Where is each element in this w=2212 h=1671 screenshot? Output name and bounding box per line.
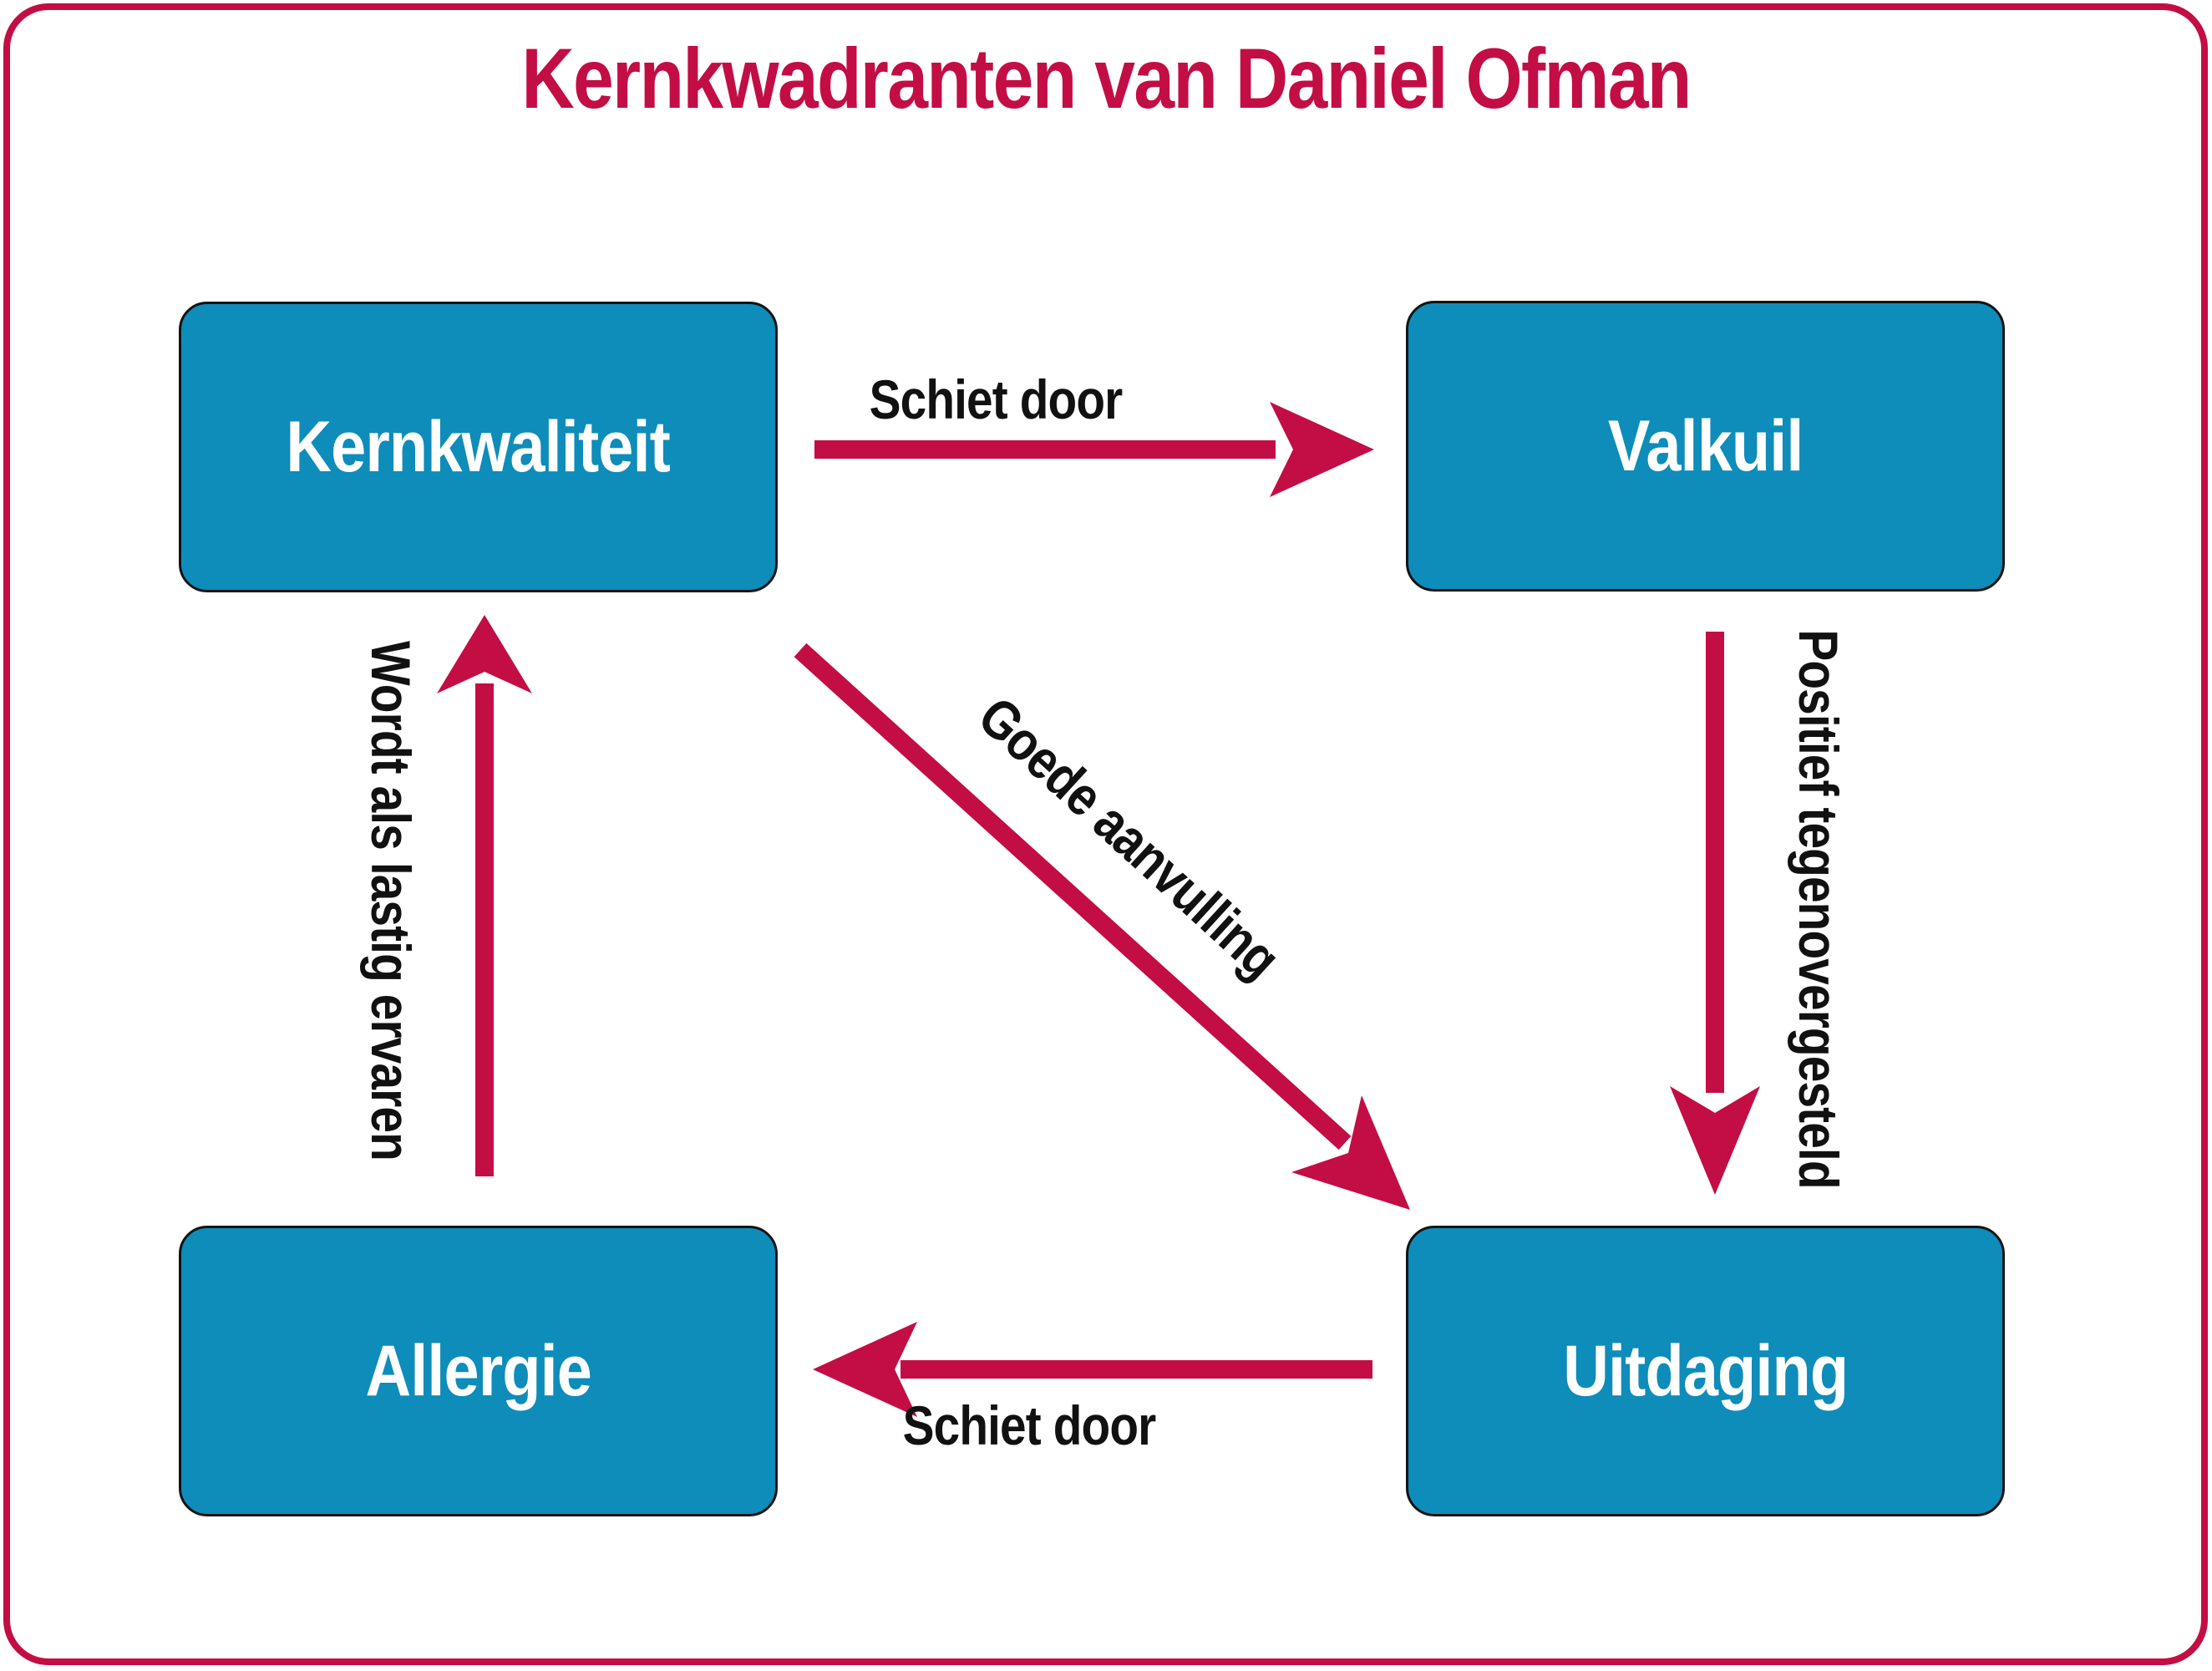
arrow-bottom-label: Schiet door [902, 1394, 1157, 1456]
arrow-top-label: Schiet door [869, 368, 1124, 430]
quadrant-valkuil: Valkuil [1406, 301, 2005, 592]
quadrant-allergie: Allergie [179, 1226, 778, 1516]
quadrant-valkuil-label: Valkuil [1607, 405, 1804, 486]
arrow-right-icon [814, 402, 1374, 497]
quadrant-uitdaging: Uitdaging [1406, 1226, 2005, 1516]
arrow-diagonal-icon [794, 642, 1410, 1210]
arrow-left-label: Wordt als lastig ervaren [360, 641, 422, 1161]
arrow-up-icon [437, 615, 532, 1176]
quadrant-allergie-label: Allergie [365, 1330, 591, 1411]
quadrant-kernkwaliteit: Kernkwaliteit [179, 302, 778, 592]
quadrant-uitdaging-label: Uitdaging [1563, 1330, 1849, 1411]
quadrant-kernkwaliteit-label: Kernkwaliteit [286, 406, 671, 487]
arrow-down-icon [1670, 632, 1760, 1195]
arrow-left-icon [813, 1322, 1372, 1417]
diagram-title: Kernkwadranten van Daniel Ofman [521, 31, 1692, 126]
arrow-right-label: Positief tegenovergesteld [1788, 629, 1849, 1189]
